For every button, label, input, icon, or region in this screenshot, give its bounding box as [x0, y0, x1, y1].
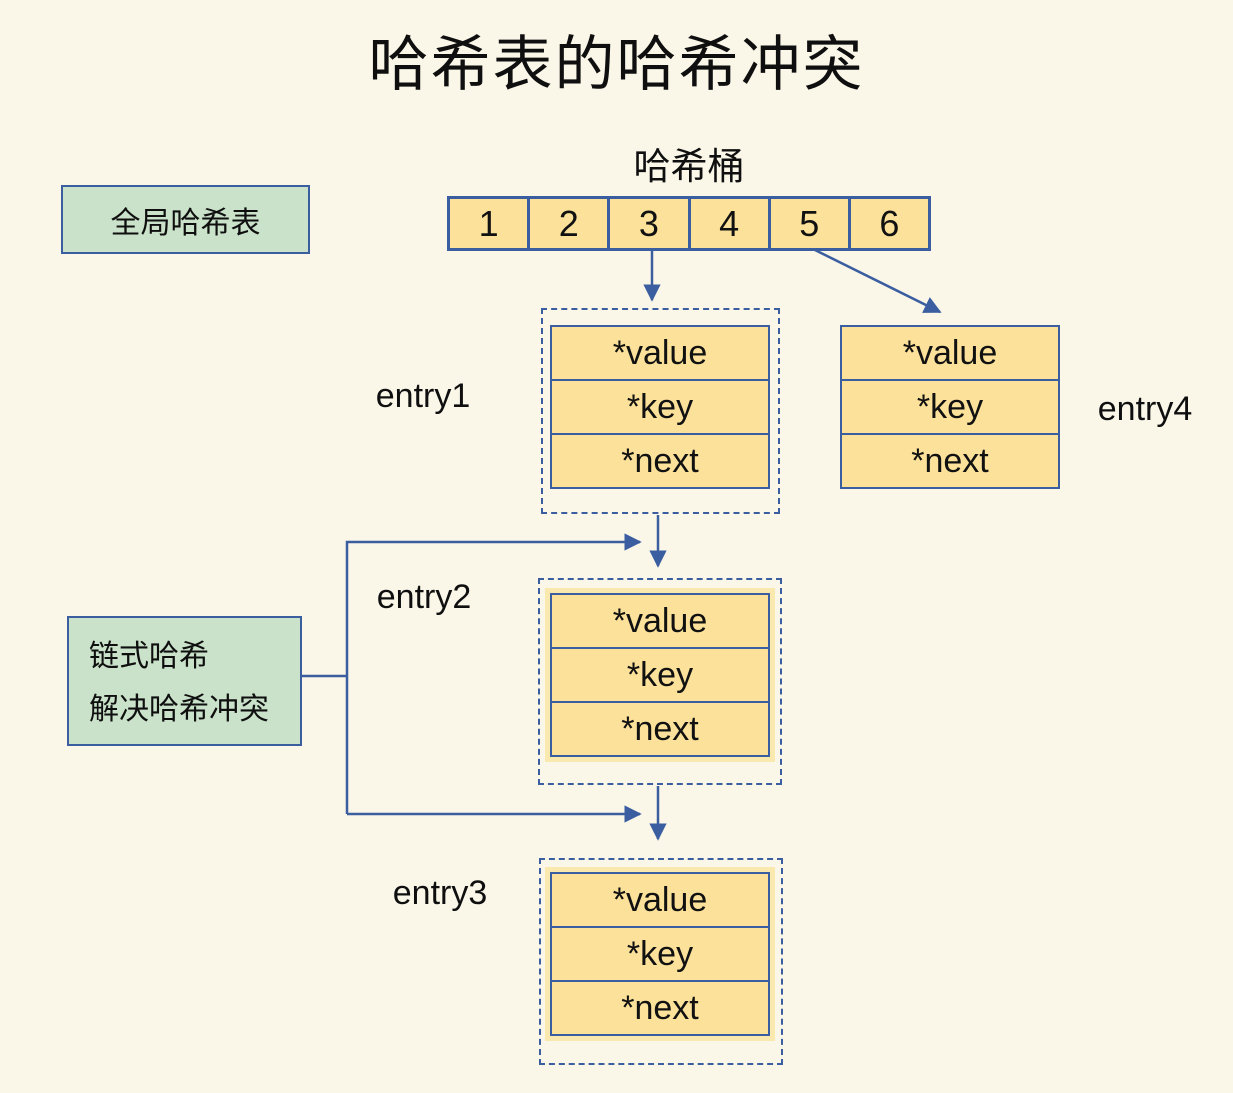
bucket-cell-1: 1 — [478, 202, 499, 244]
entry1-dashed-box — [541, 308, 780, 514]
bucket-cell-5: 5 — [767, 199, 848, 248]
entry4-value-cell: *value — [840, 325, 1060, 381]
entry4-key-cell: *key — [840, 379, 1060, 435]
entry1-value-cell: *value — [550, 325, 770, 381]
chain-hash-line1: 链式哈希 — [89, 640, 209, 673]
global-hash-table-box: 全局哈希表 — [61, 185, 310, 254]
entry2-struct: *value *key *next — [550, 593, 770, 757]
entry1-key-cell: *key — [550, 379, 770, 435]
bucket-cell-3: 3 — [607, 199, 687, 248]
bucket-cell-4: 4 — [687, 199, 768, 248]
bucket-cell-2: 2 — [527, 199, 607, 248]
entry1-next-cell: *next — [550, 433, 770, 489]
entry4-label: entry4 — [1097, 390, 1193, 428]
entry3-value-cell: *value — [550, 872, 770, 928]
hash-bucket-row: 1 2 3 4 5 6 — [447, 196, 931, 251]
arrow-bucket5-to-entry4 — [812, 247, 942, 314]
entry1-struct: *value *key *next — [550, 325, 770, 489]
entry2-next-cell: *next — [550, 701, 770, 757]
entry2-value-cell: *value — [550, 593, 770, 649]
entry4-next-cell: *next — [840, 433, 1060, 489]
entry3-struct: *value *key *next — [550, 872, 770, 1036]
global-hash-table-label: 全局哈希表 — [110, 206, 261, 240]
page-title: 哈希表的哈希冲突 — [368, 31, 865, 98]
entry2-label: entry2 — [376, 578, 472, 616]
entry3-dashed-box — [539, 858, 783, 1065]
entry3-next-cell: *next — [550, 980, 770, 1036]
entry3-label: entry3 — [392, 874, 488, 912]
entry4-struct: *value *key *next — [840, 325, 1060, 489]
entry2-key-cell: *key — [550, 647, 770, 703]
entry1-label: entry1 — [375, 377, 471, 415]
bucket-cell-6: 6 — [847, 199, 928, 248]
entry3-key-cell: *key — [550, 926, 770, 982]
chain-hash-box: 链式哈希 解决哈希冲突 — [67, 616, 302, 746]
chain-hash-line2: 解决哈希冲突 — [89, 693, 269, 726]
bucket-label: 哈希桶 — [633, 146, 745, 187]
